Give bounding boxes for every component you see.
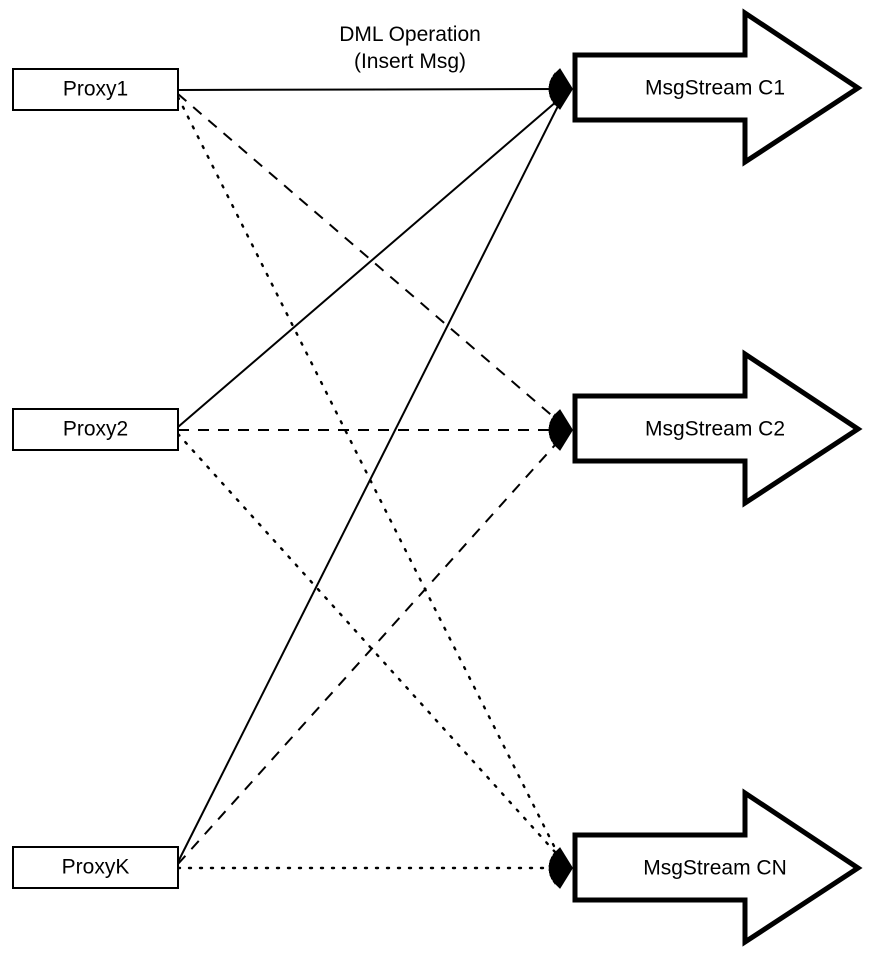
proxy-label: Proxy2 xyxy=(63,418,128,441)
arrowhead-barb xyxy=(549,868,573,885)
arrowhead-head_c2 xyxy=(548,409,573,451)
stream-node-stream_cn[interactable]: MsgStream CN xyxy=(572,788,863,947)
edge-label-line2: (Insert Msg) xyxy=(354,50,466,73)
proxy-node-proxyk[interactable]: ProxyK xyxy=(12,846,179,889)
proxy-box-shape xyxy=(12,846,179,889)
stream-label: MsgStream CN xyxy=(643,857,787,880)
connection-pk-c2 xyxy=(177,434,565,865)
arrowhead-barb xyxy=(552,430,573,451)
arrowhead-barb xyxy=(552,68,573,89)
arrowhead-barb xyxy=(552,868,573,889)
stream-nodes-layer: MsgStream C1 MsgStream C2 MsgStream CN xyxy=(572,8,863,947)
stream-node-stream_c1[interactable]: MsgStream C1 xyxy=(572,8,863,167)
proxy-box-shape xyxy=(12,408,179,451)
connection-p1-c2 xyxy=(177,93,565,427)
connection-p1-c1 xyxy=(177,88,567,91)
stream-node-stream_c2[interactable]: MsgStream C2 xyxy=(572,349,863,508)
proxy-label: ProxyK xyxy=(62,856,130,879)
arrowhead-barb xyxy=(549,89,573,106)
edge-label-group: DML Operation (Insert Msg) xyxy=(339,23,481,73)
stream-label: MsgStream C1 xyxy=(645,77,785,100)
connection-pk-c1 xyxy=(177,97,563,863)
arrowheads-layer xyxy=(548,68,573,889)
proxy-label: Proxy1 xyxy=(63,78,128,101)
proxy-box-shape xyxy=(12,68,179,111)
arrowhead-head_c1 xyxy=(548,68,573,110)
proxy-node-proxy2[interactable]: Proxy2 xyxy=(12,408,179,451)
arrowhead-barb xyxy=(552,409,573,430)
arrowhead-barb xyxy=(549,430,573,447)
stream-arrow-shape xyxy=(572,788,863,947)
stream-label: MsgStream C2 xyxy=(645,418,785,441)
edge-label-line1: DML Operation xyxy=(339,23,481,46)
connection-p2-cn xyxy=(176,432,566,864)
arrowhead-barb xyxy=(552,89,573,110)
stream-arrow-shape xyxy=(572,8,863,167)
arrowhead-barb xyxy=(552,847,573,868)
connections-layer xyxy=(176,88,568,870)
proxy-node-proxy1[interactable]: Proxy1 xyxy=(12,68,179,111)
stream-arrow-shape xyxy=(572,349,863,508)
connection-p2-c1 xyxy=(177,94,565,428)
arrowhead-head_cn xyxy=(548,847,573,889)
